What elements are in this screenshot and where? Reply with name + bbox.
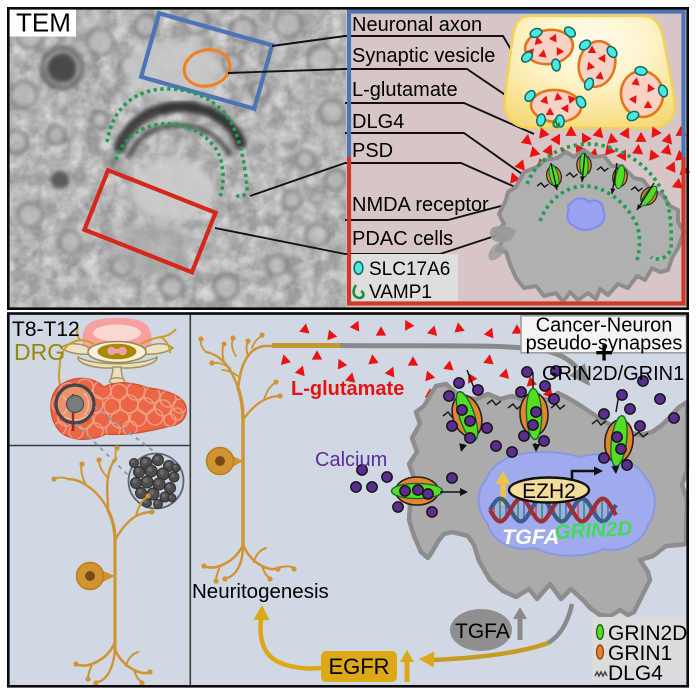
- svg-text:PSD: PSD: [352, 140, 393, 162]
- svg-text:Neuronal axon: Neuronal axon: [352, 14, 482, 36]
- svg-text:Calcium: Calcium: [315, 449, 387, 471]
- svg-text:GRIN2D/GRIN1: GRIN2D/GRIN1: [542, 363, 684, 385]
- svg-text:GRIN2D: GRIN2D: [608, 622, 687, 645]
- svg-text:PDAC cells: PDAC cells: [352, 228, 453, 250]
- svg-text:T8-T12: T8-T12: [12, 318, 80, 341]
- svg-text:DLG4: DLG4: [352, 111, 404, 133]
- svg-text:EGFR: EGFR: [328, 654, 389, 679]
- svg-text:TGFA: TGFA: [502, 525, 559, 549]
- svg-text:DRG: DRG: [14, 339, 65, 365]
- svg-text:pseudo-synapses: pseudo-synapses: [526, 333, 683, 355]
- svg-text:TGFA: TGFA: [455, 620, 510, 643]
- svg-text:+: +: [595, 335, 613, 370]
- svg-text:GRIN1: GRIN1: [608, 642, 672, 665]
- svg-text:VAMP1: VAMP1: [369, 282, 432, 303]
- svg-text:SLC17A6: SLC17A6: [369, 259, 450, 280]
- svg-text:Cancer-Neuron: Cancer-Neuron: [536, 315, 673, 337]
- svg-text:Neuritogenesis: Neuritogenesis: [192, 580, 329, 603]
- svg-text:TEM: TEM: [16, 8, 71, 38]
- svg-text:L-glutamate: L-glutamate: [291, 378, 404, 400]
- svg-text:NMDA receptor: NMDA receptor: [352, 194, 489, 216]
- svg-text:GRIN2D: GRIN2D: [554, 517, 633, 544]
- svg-text:DLG4: DLG4: [608, 662, 663, 685]
- svg-text:Synaptic vesicle: Synaptic vesicle: [352, 45, 495, 67]
- svg-text:EZH2: EZH2: [522, 480, 576, 503]
- svg-text:L-glutamate: L-glutamate: [352, 79, 458, 101]
